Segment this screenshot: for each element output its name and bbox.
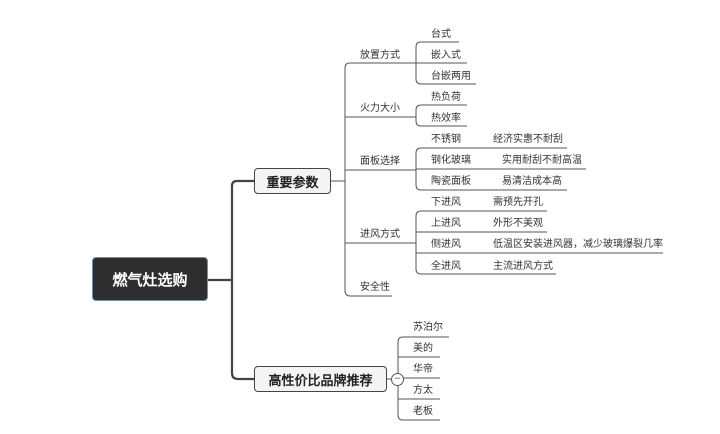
leaf-item[interactable]: 热效率 [431, 113, 461, 124]
leaf-item[interactable]: 陶瓷面板 [431, 176, 471, 187]
brand-item[interactable]: 美的 [413, 343, 433, 354]
leaf-item[interactable]: 全进风 [431, 261, 461, 272]
topic-brand-recommendations[interactable]: 高性价比品牌推荐 [254, 366, 387, 392]
leaf-item[interactable]: 台嵌两用 [431, 71, 471, 82]
leaf-item[interactable]: 台式 [431, 29, 451, 40]
leaf-note[interactable]: 实用耐刮不耐高温 [502, 155, 582, 166]
leaf-note[interactable]: 需预先开孔 [493, 197, 543, 208]
leaf-item[interactable]: 不锈钢 [431, 134, 461, 145]
subtopic-air-intake[interactable]: 进风方式 [360, 229, 400, 240]
leaf-item[interactable]: 侧进风 [431, 239, 461, 250]
brand-item[interactable]: 华帝 [413, 364, 433, 375]
subtopic-panel[interactable]: 面板选择 [360, 156, 400, 167]
collapse-toggle-icon[interactable]: − [391, 373, 404, 386]
leaf-item[interactable]: 钢化玻璃 [431, 155, 471, 166]
leaf-item[interactable]: 下进风 [431, 197, 461, 208]
subtopic-placement[interactable]: 放置方式 [360, 50, 400, 61]
leaf-note[interactable]: 经济实惠不耐刮 [493, 134, 563, 145]
leaf-note[interactable]: 低温区安装进风器，减少玻璃爆裂几率 [493, 239, 663, 250]
leaf-item[interactable]: 上进风 [431, 218, 461, 229]
root-topic[interactable]: 燃气灶选购 [92, 257, 208, 301]
leaf-item[interactable]: 嵌入式 [431, 50, 461, 61]
leaf-note[interactable]: 外形不美观 [493, 218, 543, 229]
leaf-item[interactable]: 热负荷 [431, 92, 461, 103]
subtopic-safety[interactable]: 安全性 [360, 282, 390, 293]
leaf-note[interactable]: 主流进风方式 [493, 261, 553, 272]
brand-item[interactable]: 苏泊尔 [413, 322, 443, 333]
subtopic-firepower[interactable]: 火力大小 [360, 103, 400, 114]
leaf-note[interactable]: 易清洁成本高 [502, 176, 562, 187]
topic-important-params[interactable]: 重要参数 [254, 168, 331, 194]
brand-item[interactable]: 方太 [413, 385, 433, 396]
brand-item[interactable]: 老板 [413, 406, 433, 417]
